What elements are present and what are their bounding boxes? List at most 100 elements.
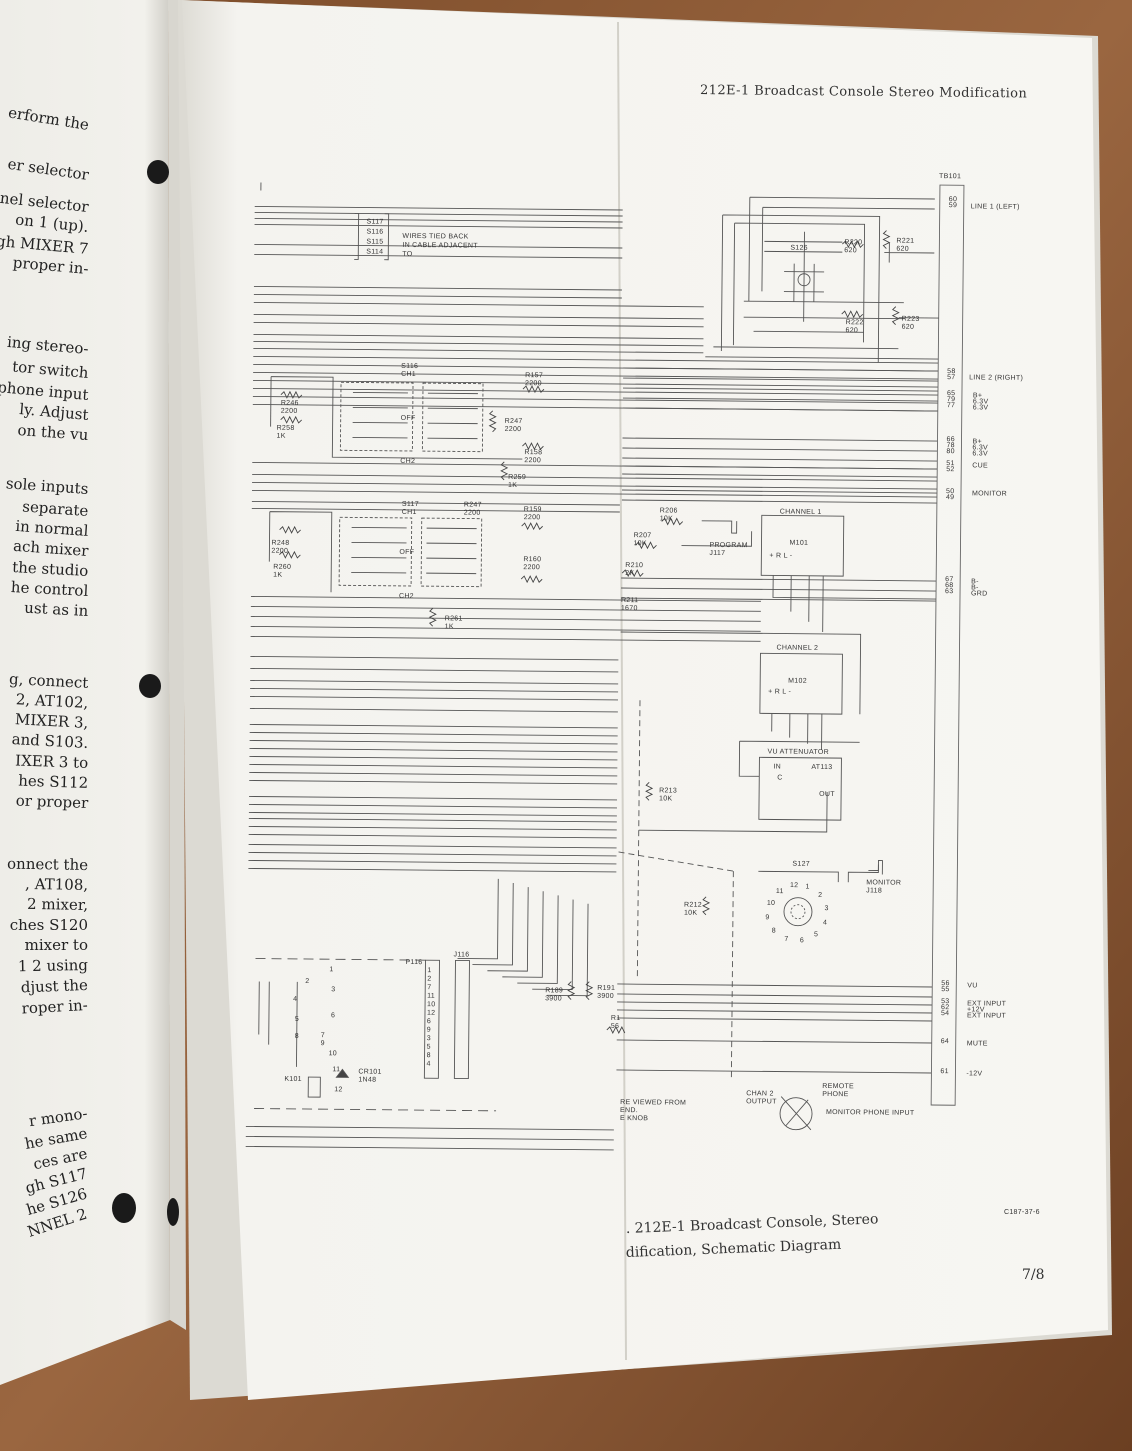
- k101-contact-number: 11: [332, 1066, 340, 1073]
- tied-switch-label: S117: [367, 219, 384, 226]
- terminal-wire: [616, 1017, 932, 1022]
- terminal-wire: [616, 1069, 932, 1074]
- program-jack-label: J117: [709, 550, 725, 557]
- r258-label: R258: [277, 425, 295, 432]
- p116-pin-number: 8: [427, 1052, 431, 1059]
- tb101-terminal-label: MONITOR: [972, 490, 1007, 497]
- program-jack-label: PROGRAM: [709, 542, 747, 549]
- r221-label: 620: [896, 246, 909, 253]
- terminal-wire: [622, 407, 938, 412]
- bus-wire: [250, 606, 761, 612]
- r158-label: R158: [524, 449, 542, 456]
- tb101-pin-number: 61: [940, 1068, 948, 1075]
- bus-wire: [249, 795, 618, 801]
- s127-label: S127: [792, 861, 810, 868]
- bus-wire: [252, 474, 938, 482]
- bus-wire: [254, 212, 623, 217]
- r189-label: 3900: [545, 995, 562, 1002]
- bus-wire: [253, 294, 622, 299]
- s127-position-number: 4: [823, 920, 827, 927]
- binder-hole-1: [147, 160, 169, 184]
- s126-label: S126: [790, 245, 808, 252]
- terminal-wire: [622, 465, 938, 470]
- tb101-pin-number: 67: [945, 576, 953, 583]
- r213-label: R213: [659, 787, 677, 794]
- r261-label: 1K: [445, 623, 454, 630]
- tb101-pin-number: 50: [946, 488, 954, 495]
- r159-label: 2200: [524, 514, 541, 521]
- terminal-wire: [623, 377, 939, 382]
- monitor-jack-label: MONITOR: [866, 879, 901, 886]
- bus-wire: [252, 482, 938, 490]
- r223-label: R223: [902, 316, 920, 323]
- fold-line: [617, 21, 627, 1361]
- off-label: OFF: [401, 415, 416, 422]
- p116-pin-number: 3: [427, 1035, 431, 1042]
- left-page-text-line: sole inputs: [5, 474, 89, 498]
- r259-label: 1K: [508, 482, 517, 489]
- left-page-text-line: 2, AT102,: [15, 690, 88, 712]
- bus-wire: [253, 372, 939, 380]
- bus-wire: [249, 763, 618, 769]
- meter-m102-box: [759, 652, 843, 715]
- r160-label: 2200: [523, 564, 540, 571]
- tb101-pin-number: 59: [949, 202, 957, 209]
- wire-bus: [245, 206, 939, 1151]
- s116-label: CH1: [401, 371, 416, 378]
- p116-pin-number: 10: [427, 1001, 435, 1008]
- at113-label: AT113: [811, 764, 832, 771]
- r247-label: R247: [505, 418, 523, 425]
- r160-label: R160: [523, 556, 541, 563]
- tb101-terminal-label: 6.3V: [973, 398, 989, 405]
- channel1-label: CHANNEL 1: [780, 509, 822, 516]
- r248-label: 2200: [271, 548, 288, 555]
- binder-hole-2: [139, 674, 161, 698]
- s117-label: S117: [402, 501, 419, 508]
- k101-contact-number: 1: [329, 966, 333, 973]
- page-header: 212E-1 Broadcast Console Stereo Modifica…: [700, 83, 1028, 101]
- k101-contact-number: 2: [305, 978, 309, 985]
- switch-s117: [268, 511, 483, 593]
- left-page-text-line: , AT108,: [25, 875, 88, 894]
- r222-label: 620: [846, 327, 859, 334]
- r157-label: R157: [525, 372, 543, 379]
- left-page-text-line: hes S112: [18, 772, 89, 792]
- attenuator-in-label: IN: [773, 763, 781, 770]
- monitor-phone-input-label: MONITOR PHONE INPUT: [826, 1109, 915, 1117]
- bus-wire: [245, 1145, 614, 1151]
- bus-wire: [250, 596, 761, 602]
- line2-right-label: LINE 2 (RIGHT): [969, 374, 1023, 382]
- p116-label: P116: [405, 959, 422, 966]
- s126-network: [705, 196, 939, 363]
- terminal-wire: [622, 387, 938, 392]
- bus-wire: [250, 679, 619, 685]
- tied-switch-label: S114: [366, 249, 383, 256]
- remote-phone-symbol: [779, 1097, 813, 1131]
- resistors: [279, 230, 900, 1035]
- terminal-wire: [622, 457, 938, 462]
- s116-label: S116: [401, 363, 418, 370]
- r191-label: 3900: [597, 993, 614, 1000]
- tb101-terminal-label: B+: [973, 392, 982, 399]
- r223-label: 620: [902, 324, 915, 331]
- binder-hole-4: [167, 1198, 179, 1226]
- remote-phone-label: PHONE: [822, 1091, 848, 1098]
- s127-position-number: 10: [767, 900, 775, 907]
- bus-wire: [245, 1135, 614, 1141]
- bus-wire: [248, 825, 617, 831]
- page-number: 7/8: [1022, 1267, 1045, 1283]
- cr101-label: CR101: [358, 1069, 381, 1076]
- k101-contact-number: 3: [331, 986, 335, 993]
- viewed-from-note: END.: [620, 1107, 638, 1114]
- k101-contact-number: 9: [321, 1040, 325, 1047]
- j116-label: J116: [454, 951, 470, 958]
- cr101-label: 1N48: [358, 1077, 376, 1084]
- bus-wire: [249, 779, 618, 785]
- bus-wire: [249, 739, 618, 745]
- bus-wire: [254, 244, 623, 249]
- bus-wire: [251, 501, 620, 506]
- r221-label: R221: [896, 238, 914, 245]
- m102-terminals: + R L -: [768, 688, 791, 695]
- r259-label: R259: [508, 474, 526, 481]
- tb101-terminal-label: GRD: [971, 590, 988, 597]
